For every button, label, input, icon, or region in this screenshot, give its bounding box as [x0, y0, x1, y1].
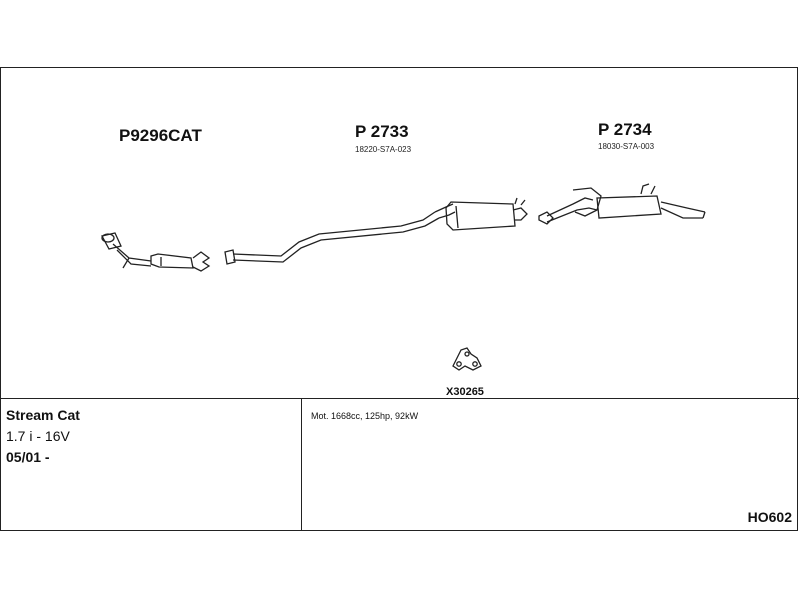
front-catalytic-part — [101, 232, 211, 272]
exhaust-drawing — [101, 183, 706, 371]
gasket-part-code: X30265 — [446, 386, 484, 398]
middle-part-oem: 18220-S7A-023 — [355, 145, 412, 154]
vehicle-date: 05/01 - — [6, 449, 50, 465]
middle-part-code: P 2733 — [355, 122, 409, 141]
rear-part-code: P 2734 — [598, 120, 652, 139]
vehicle-model: Stream Cat — [6, 407, 80, 423]
divider-horizontal — [1, 398, 799, 399]
rear-part-oem: 18030-S7A-003 — [598, 142, 655, 151]
parts-diagram: P9296CAT P 2733 18220-S7A-023 P 2734 180… — [1, 68, 799, 398]
gasket-part — [452, 347, 482, 371]
exhaust-diagram-sheet: P9296CAT P 2733 18220-S7A-023 P 2734 180… — [0, 67, 799, 531]
divider-vertical — [301, 398, 302, 531]
middle-silencer-part — [224, 197, 528, 265]
rear-silencer-part — [538, 183, 706, 225]
front-part-code: P9296CAT — [119, 126, 202, 145]
diagram-reference: HO602 — [747, 509, 792, 525]
engine-spec: Mot. 1668cc, 125hp, 92kW — [311, 411, 419, 421]
vehicle-engine: 1.7 i - 16V — [6, 428, 70, 444]
